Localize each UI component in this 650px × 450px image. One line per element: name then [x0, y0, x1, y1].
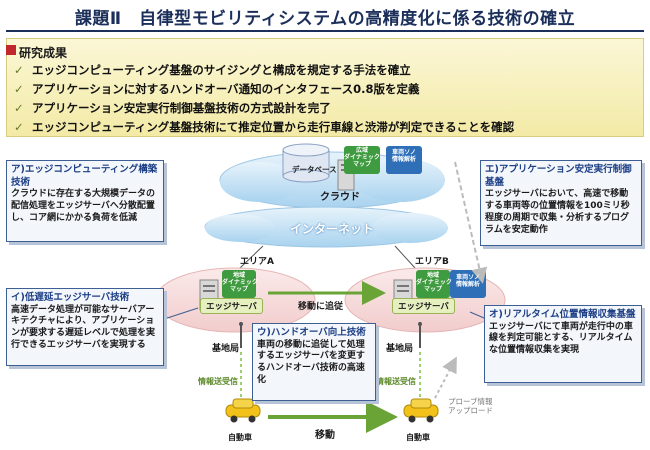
- cloud-label: クラウド: [320, 192, 360, 203]
- box-app-control-title: エ)アプリケーション安定実行制御基盤: [485, 164, 632, 188]
- check-icon: ✓: [14, 63, 24, 77]
- area-a-dynamic-map-label: 地域 ダイナミック マップ: [222, 272, 258, 293]
- result-item-text: アプリケーションに対するハンドオーバ通知のインタフェース0.8版を定義: [32, 82, 420, 96]
- cloud-dynamic-map-tile: [344, 146, 380, 174]
- architecture-diagram: [154, 143, 513, 433]
- car-a-label: 自動車: [228, 433, 252, 442]
- car-b-icon: [403, 398, 439, 423]
- box-edge-computing-title: ア)エッジコンピューティング構築技術: [11, 164, 158, 188]
- box-edge-computing: ア)エッジコンピューティング構築技術 クラウドに存在する大規模データの配信処理を…: [6, 160, 164, 242]
- box-app-control-body: エッジサーバにおいて、高速で移動する車両等の位置情報を100ミリ秒程度の周期で収…: [485, 189, 630, 235]
- header: [0, 0, 650, 32]
- box-handover-body: 車両の移動に追従して処理するエッジサーバを変更するハンドオーバ技術の高速化: [257, 339, 365, 386]
- cloud-lane-analysis-label: 車両ソノ 情報解析: [391, 149, 416, 163]
- results-title: 研究成果: [19, 46, 68, 60]
- page-title: 課題Ⅱ 自律型モビリティシステムの高精度化に係る技術の確立: [74, 9, 576, 29]
- follow-move-label: 移動に追従: [298, 302, 344, 312]
- results-panel: [6, 38, 644, 137]
- box-low-latency: イ)低遅延エッジサーバ技術 高速データ処理が可能なサーバアーキテクチャにより、ア…: [6, 288, 164, 366]
- title-underline: [6, 30, 644, 32]
- edge-server-a-label: エッジサーバ: [200, 298, 263, 314]
- app-control-dashed-arrow: [454, 161, 488, 284]
- area-a-label: エリアA: [240, 257, 274, 267]
- result-item: ✓ アプリケーション安定実行制御基盤技術の方式設計を完了: [14, 100, 331, 116]
- box-low-latency-body: 高速データ処理が可能なサーバアーキテクチャにより、アプリケーションが要求する遅延…: [11, 304, 156, 351]
- database-label: データベース: [292, 165, 337, 174]
- cloud-dynamic-map-label: 広域 ダイナミック マップ: [344, 147, 380, 168]
- info-tx-b-label: 情報送受信: [376, 377, 416, 386]
- check-icon: ✓: [14, 82, 24, 96]
- probe-upload-arrow: [434, 356, 457, 399]
- box-low-latency-title: イ)低遅延エッジサーバ技術: [11, 292, 130, 303]
- result-item: ✓ エッジコンピューティング基盤技術にて推定位置から走行車線と渋滞が判定できること…: [14, 119, 514, 135]
- probe-upload-label: プローブ情報 アップロード: [448, 397, 493, 415]
- box-realtime-position: オ)リアルタイム位置情報収集基盤 エッジサーバにて車両が走行中の車線を判定可能と…: [484, 305, 642, 383]
- edge-server-b-label: エッジサーバ: [392, 298, 455, 314]
- area-b-dynamic-map-label: 地域 ダイナミック マップ: [416, 272, 452, 293]
- base-station-b-label: 基地局: [386, 344, 414, 354]
- box-realtime-position-body: エッジサーバにて車両が走行中の車線を判定可能とする、リアルタイムな位置情報収集を…: [489, 321, 633, 356]
- car-a-icon: [225, 398, 261, 423]
- car-b-label: 自動車: [406, 433, 430, 442]
- base-station-a-label: 基地局: [212, 344, 240, 354]
- area-b-lane-analysis-label: 車両ソノ 情報解析: [455, 274, 480, 288]
- cloud-lane-analysis-tile: [386, 146, 422, 174]
- area-b-dynamic-map-tile: [416, 270, 450, 298]
- internet-label: インターネット: [290, 222, 375, 236]
- box-realtime-position-title: オ)リアルタイム位置情報収集基盤: [489, 309, 636, 320]
- result-item-text: エッジコンピューティング基盤技術にて推定位置から走行車線と渋滞が判定できることを…: [32, 120, 515, 134]
- info-tx-a-label: 情報送受信: [198, 377, 238, 386]
- box-handover-title: ウ)ハンドオーバ向上技術: [257, 327, 366, 338]
- database-icon: [282, 143, 330, 183]
- box-edge-computing-body: クラウドに存在する大規模データの配信処理をエッジサーバへ分散配置し、コア網にかか…: [11, 189, 156, 223]
- result-item-text: アプリケーション安定実行制御基盤技術の方式設計を完了: [32, 101, 331, 115]
- results-marker-icon: [6, 45, 16, 55]
- box-handover: ウ)ハンドオーバ向上技術 車両の移動に追従して処理するエッジサーバを変更するハン…: [252, 323, 376, 401]
- area-b-label: エリアB: [415, 257, 449, 267]
- box-app-control: エ)アプリケーション安定実行制御基盤 エッジサーバにおいて、高速で移動する車両等…: [480, 160, 642, 246]
- base-station-a-icon: [239, 322, 243, 348]
- check-icon: ✓: [14, 101, 24, 115]
- move-label: 移動: [315, 430, 335, 441]
- result-item: ✓ エッジコンピューティング基盤のサイジングと構成を規定する手法を確立: [14, 62, 411, 78]
- check-icon: ✓: [14, 120, 24, 134]
- base-station-b-icon: [418, 322, 422, 348]
- internet-cloud-shape: [204, 206, 448, 248]
- area-a-dynamic-map-tile: [222, 270, 256, 298]
- result-item: ✓ アプリケーションに対するハンドオーバ通知のインタフェース0.8版を定義: [14, 81, 419, 97]
- result-item-text: エッジコンピューティング基盤のサイジングと構成を規定する手法を確立: [32, 63, 411, 77]
